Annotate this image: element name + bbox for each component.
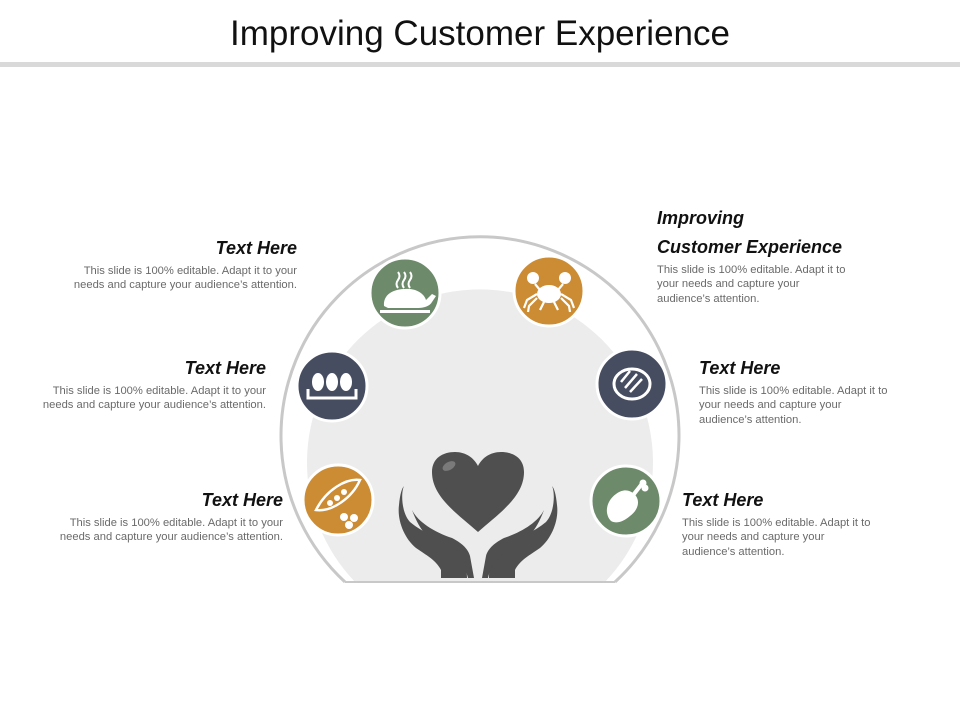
text-block-crab: Improving Customer Experience This slide… xyxy=(657,204,877,306)
eggs-icon xyxy=(295,349,369,423)
pea-pod-icon xyxy=(301,463,375,537)
crab-icon xyxy=(512,254,586,328)
text-block-peas: Text Here This slide is 100% editable. A… xyxy=(53,486,283,545)
text-block-eggs: Text Here This slide is 100% editable. A… xyxy=(36,354,266,413)
title-divider xyxy=(0,62,960,67)
text-heading-line-2: Customer Experience xyxy=(657,237,843,257)
drumstick-icon xyxy=(589,464,663,538)
inner-disc xyxy=(307,289,653,582)
text-block-steak: Text Here This slide is 100% editable. A… xyxy=(699,354,929,427)
arch-outline xyxy=(279,235,681,584)
slide-title: Improving Customer Experience xyxy=(230,14,730,53)
text-block-drumstick: Text Here This slide is 100% editable. A… xyxy=(682,486,912,559)
text-block-chicken: Text Here This slide is 100% editable. A… xyxy=(67,234,297,293)
text-body: This slide is 100% editable. Adapt it to… xyxy=(42,385,266,412)
text-body: This slide is 100% editable. Adapt it to… xyxy=(73,265,297,292)
hands-heart-icon xyxy=(398,452,558,578)
text-heading: Text Here xyxy=(682,490,764,510)
steak-icon xyxy=(595,347,669,421)
text-body: This slide is 100% editable. Adapt it to… xyxy=(699,385,888,426)
text-heading: Text Here xyxy=(215,238,297,258)
text-heading: Text Here xyxy=(201,490,283,510)
text-heading-line-1: Improving xyxy=(657,208,745,228)
text-heading: Text Here xyxy=(184,358,266,378)
roast-chicken-icon xyxy=(368,256,442,330)
text-heading: Text Here xyxy=(699,358,781,378)
text-body: This slide is 100% editable. Adapt it to… xyxy=(657,264,846,305)
text-body: This slide is 100% editable. Adapt it to… xyxy=(682,517,871,558)
text-body: This slide is 100% editable. Adapt it to… xyxy=(59,517,283,544)
